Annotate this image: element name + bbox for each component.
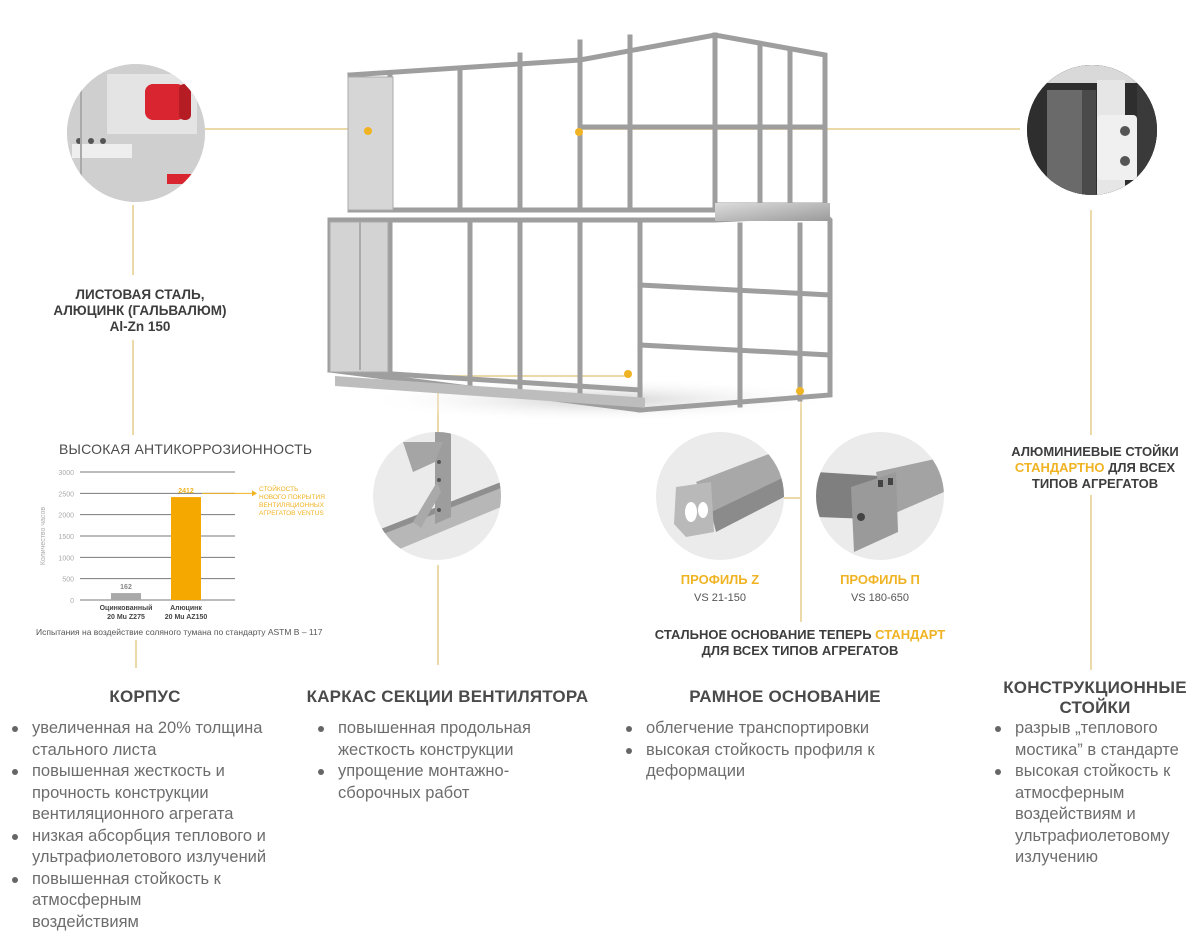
- y-axis-label: Количество часов: [40, 507, 47, 566]
- connector-base: [800, 392, 802, 622]
- casing-detail-image: [67, 64, 205, 202]
- list-item: высокая стойкость к атмосферным воздейст…: [989, 761, 1195, 869]
- connector-posts-down: [1090, 210, 1092, 435]
- callout-sheet-steel: ЛИСТОВАЯ СТАЛЬ, АЛЮЦИНК (ГАЛЬВАЛЮМ) Al-Z…: [40, 287, 240, 335]
- y-tick-label: 0: [70, 598, 74, 605]
- callout-aluminium-posts: АЛЮМИНИЕВЫЕ СТОЙКИ СТАНДАРТНО ДЛЯ ВСЕХ Т…: [990, 444, 1200, 492]
- callout-line: Al-Zn 150: [40, 319, 240, 335]
- list-item: увеличенная на 20% толщина стального лис…: [6, 718, 296, 761]
- callout-accent: СТАНДАРТНО: [1015, 460, 1105, 475]
- callout-line: ТИПОВ АГРЕГАТОВ: [990, 476, 1200, 492]
- frame-image: [320, 15, 840, 425]
- y-tick-label: 2000: [58, 513, 74, 520]
- section-list-base-frame: облегчение транспортировки высокая стойк…: [620, 718, 900, 783]
- profile-z-image: [656, 432, 784, 560]
- connector-chart-bottom: [135, 640, 137, 668]
- section-title-casing: КОРПУС: [40, 687, 250, 707]
- annotation-text: СТОЙКОСТЬ: [259, 484, 298, 493]
- list-item: повышенная жесткость и прочность констру…: [6, 761, 282, 826]
- list-item: упрощение монтажно-сборочных работ: [312, 761, 538, 804]
- x-tick-label: 20 Mu AZ150: [165, 614, 208, 621]
- section-list-fan-frame: повышенная продольная жесткость конструк…: [312, 718, 552, 804]
- annotation-text: НОВОГО ПОКРЫТИЯ: [259, 494, 325, 501]
- fan-frame-detail-image: [373, 432, 501, 560]
- connector-posts-bottom: [1090, 495, 1092, 670]
- list-item: повышенная стойкость к атмосферным возде…: [6, 869, 252, 933]
- section-title-base-frame: РАМНОЕ ОСНОВАНИЕ: [680, 687, 890, 707]
- annotation-arrowhead: [252, 490, 257, 496]
- callout-line: АЛЮЦИНК (ГАЛЬВАЛЮМ): [40, 303, 240, 319]
- callout-line: АЛЮМИНИЕВЫЕ СТОЙКИ: [990, 444, 1200, 460]
- chart-footnote: Испытания на воздействие соляного тумана…: [36, 627, 322, 637]
- callout-text: ДЛЯ ВСЕХ: [1104, 460, 1175, 475]
- profile-p-title: ПРОФИЛЬ П: [810, 572, 950, 587]
- bar: [171, 497, 201, 600]
- callout-line: ЛИСТОВАЯ СТАЛЬ,: [40, 287, 240, 303]
- section-title-fan-frame: КАРКАС СЕКЦИИ ВЕНТИЛЯТОРА: [305, 687, 590, 707]
- profile-p-image: [816, 432, 944, 560]
- section-list-posts: разрыв „теплового мостика” в стандарте в…: [989, 718, 1199, 869]
- bar-value-label: 2412: [178, 488, 194, 495]
- y-tick-label: 1000: [58, 555, 74, 562]
- bar: [111, 593, 141, 600]
- chart-title: ВЫСОКАЯ АНТИКОРРОЗИОННОСТЬ: [59, 441, 312, 457]
- y-tick-label: 500: [62, 577, 74, 584]
- profile-z-subtitle: VS 21-150: [650, 592, 790, 604]
- y-tick-label: 1500: [58, 534, 74, 541]
- list-item: облегчение транспортировки: [620, 718, 900, 740]
- callout-accent: СТАНДАРТ: [875, 627, 945, 642]
- profile-z-title: ПРОФИЛЬ Z: [650, 572, 790, 587]
- annotation-text: АГРЕГАТОВ VENTUS: [259, 510, 324, 517]
- list-item: низкая абсорбция теплового и ультрафиоле…: [6, 826, 297, 869]
- callout-line: СТАЛЬНОЕ ОСНОВАНИЕ ТЕПЕРЬ СТАНДАРТ: [640, 627, 960, 643]
- section-title-line: КОНСТРУКЦИОННЫЕ: [995, 678, 1195, 698]
- y-tick-label: 2500: [58, 491, 74, 498]
- connector-profiles: [783, 497, 801, 499]
- list-item: повышенная продольная жесткость конструк…: [312, 718, 552, 761]
- profile-p-subtitle: VS 180-650: [810, 592, 950, 604]
- post-detail-image: [1027, 65, 1157, 195]
- section-title-line: СТОЙКИ: [995, 698, 1195, 718]
- bar-value-label: 162: [120, 584, 132, 591]
- section-list-casing: увеличенная на 20% толщина стального лис…: [6, 718, 296, 933]
- callout-steel-base: СТАЛЬНОЕ ОСНОВАНИЕ ТЕПЕРЬ СТАНДАРТ ДЛЯ В…: [640, 627, 960, 659]
- list-item: высокая стойкость профиля к деформации: [620, 740, 916, 783]
- callout-line: СТАНДАРТНО ДЛЯ ВСЕХ: [990, 460, 1200, 476]
- connector-casing-chart: [132, 340, 134, 435]
- callout-text: СТАЛЬНОЕ ОСНОВАНИЕ ТЕПЕРЬ: [655, 627, 875, 642]
- list-item: разрыв „теплового мостика” в стандарте: [989, 718, 1195, 761]
- x-tick-label: 20 Mu Z275: [107, 614, 145, 621]
- y-tick-label: 3000: [58, 470, 74, 477]
- x-tick-label: Оцинкованный: [100, 604, 153, 612]
- x-tick-label: Алюцинк: [170, 605, 202, 612]
- connector-fan-frame-bottom: [437, 565, 439, 665]
- connector-casing-down: [132, 205, 134, 275]
- annotation-text: ВЕНТИЛЯЦИОННЫХ: [259, 502, 325, 509]
- section-title-posts: КОНСТРУКЦИОННЫЕ СТОЙКИ: [995, 678, 1195, 718]
- callout-line: ДЛЯ ВСЕХ ТИПОВ АГРЕГАТОВ: [640, 643, 960, 659]
